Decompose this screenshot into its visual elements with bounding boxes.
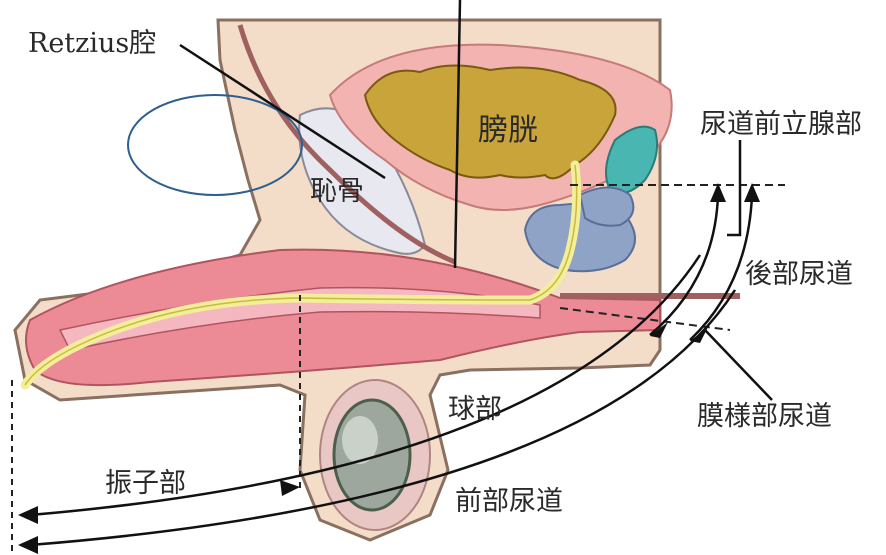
arrowhead-tip-upper — [18, 506, 38, 524]
prostatic-bracket — [727, 140, 740, 235]
membranous-leader — [705, 330, 772, 400]
arrowhead-pendulous-mid — [280, 480, 300, 496]
arrowhead-posterior-inner — [710, 183, 726, 202]
label-pendulous: 振子部 — [105, 468, 186, 499]
label-bladder: 膀胱 — [478, 113, 538, 148]
prostate-upper-lobe — [580, 188, 633, 226]
label-posterior-urethra: 後部尿道 — [745, 259, 853, 290]
label-anterior-urethra: 前部尿道 — [455, 486, 563, 517]
arrowhead-tip-lower — [18, 536, 38, 554]
label-pubic-bone: 恥骨 — [310, 176, 364, 207]
posterior-arc-outer — [690, 195, 752, 340]
label-bulbar: 球部 — [448, 394, 502, 425]
label-membranous-urethra: 膜様部尿道 — [697, 401, 832, 432]
label-prostatic-urethra: 尿道前立腺部 — [700, 109, 862, 140]
label-retzius: Retzius腔 — [28, 28, 156, 59]
